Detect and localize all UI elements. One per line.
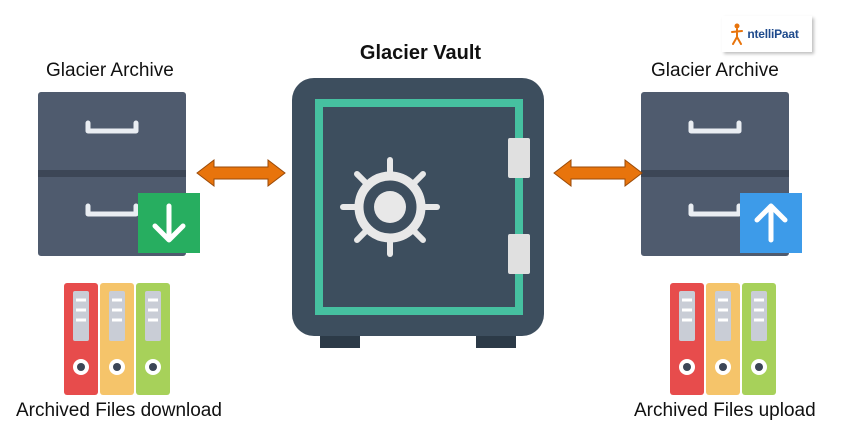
safe-icon [292,78,544,348]
vault-dial-icon [340,157,440,257]
upload-arrow-icon [740,193,802,253]
right-binders-icon [670,283,776,395]
left-binders-icon [64,283,170,395]
left-files-label: Archived Files download [16,400,222,421]
right-archive-title: Glacier Archive [651,60,779,81]
left-archive-title: Glacier Archive [46,60,174,81]
intellipaat-logo: ntelliPaat [722,16,812,52]
right-files-label: Archived Files upload [634,400,816,421]
left-double-arrow-icon [196,158,286,188]
vault-title: Glacier Vault [359,42,482,64]
logo-figure-icon [731,23,743,45]
right-double-arrow-icon [553,158,643,188]
logo-text: ntelliPaat [747,27,799,41]
download-arrow-icon [138,193,200,253]
